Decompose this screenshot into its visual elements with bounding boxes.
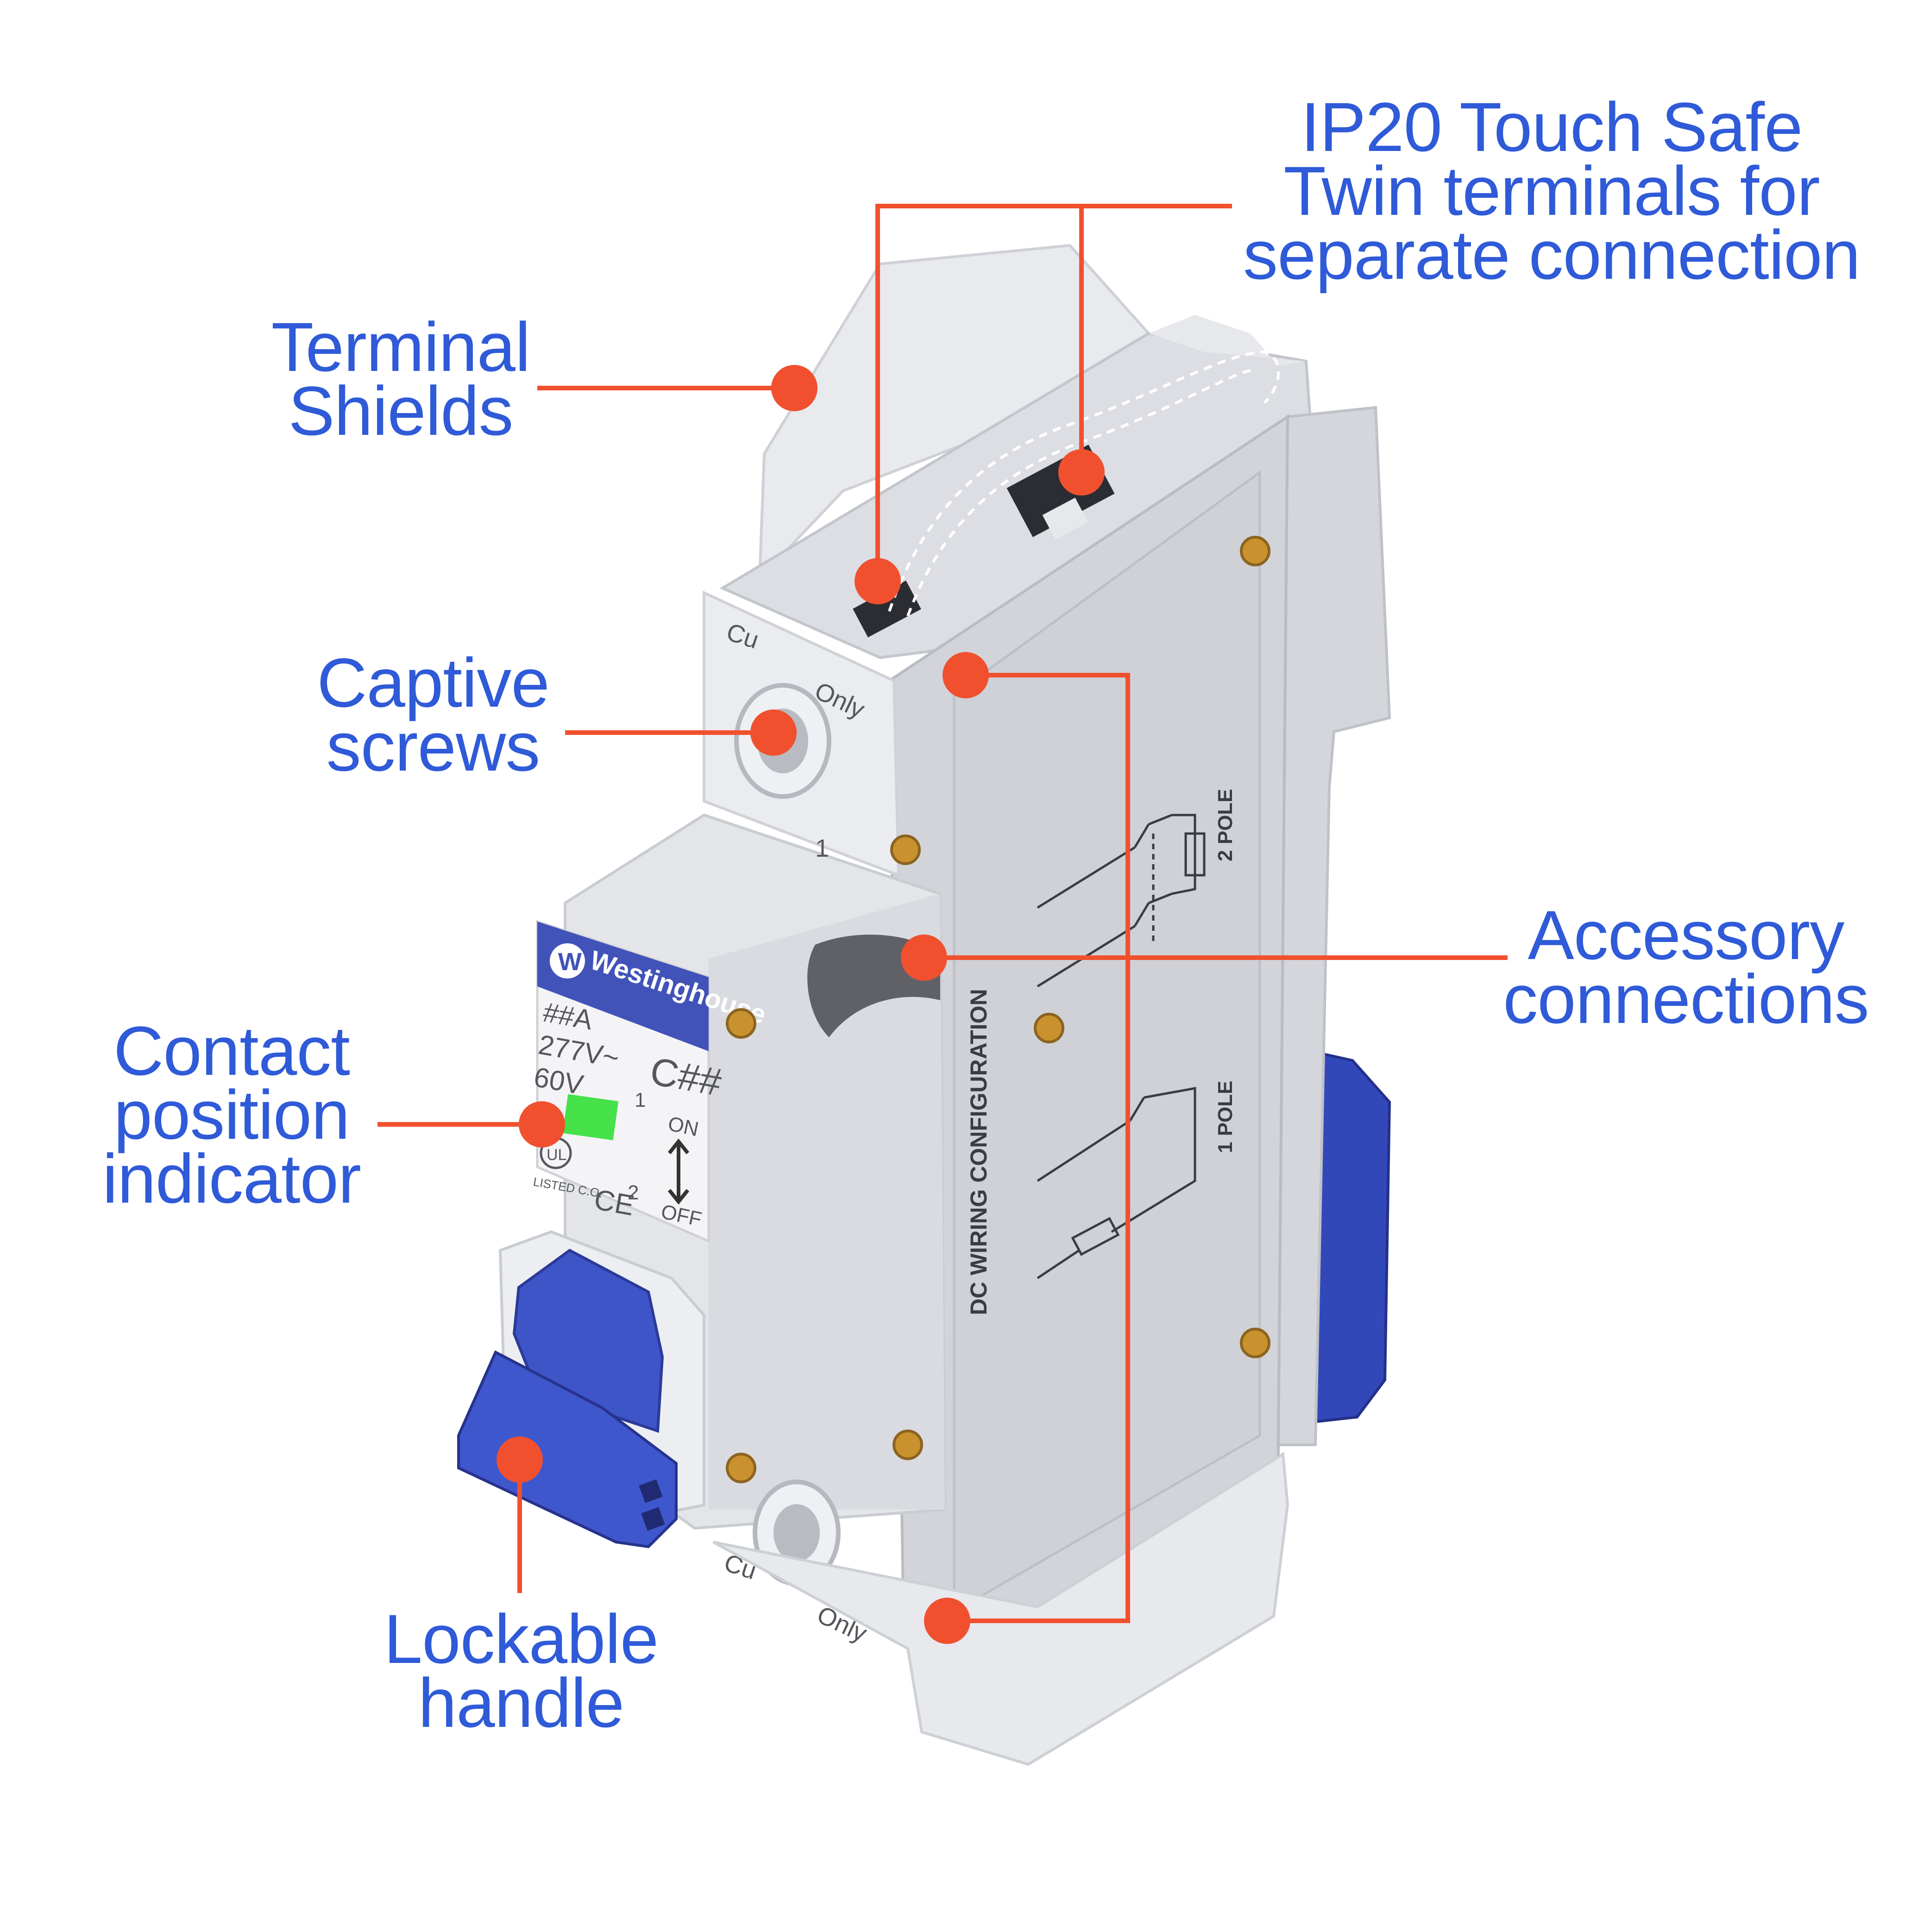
callout-lockable-handle: Lockable handle: [383, 1600, 659, 1742]
callout-ip20: IP20 Touch Safe Twin terminals for separ…: [1243, 88, 1861, 294]
callout-terminal-shields: Terminal Shields: [271, 308, 531, 450]
side-panel-face: [953, 470, 1261, 1614]
dot-accessory-top: [943, 652, 989, 698]
leader-lines: [377, 204, 1508, 1623]
svg-text:W: W: [558, 948, 582, 976]
leader-accessory-bracket: [947, 673, 1130, 1623]
dot-ip20-right: [1058, 449, 1105, 496]
wiring-diagram-2pole: [1037, 814, 1206, 988]
terminal-number-upper: 1: [815, 834, 829, 862]
dot-terminal-shields: [771, 365, 817, 411]
twin-terminal-dashed-route: [888, 350, 1280, 612]
brand-logo-icon: [550, 943, 585, 979]
dot-captive-screws: [750, 709, 797, 756]
ce-mark: CE: [592, 1184, 637, 1222]
side-wiring-title: DC WIRING CONFIGURATION: [966, 989, 992, 1315]
dot-accessory-bottom: [924, 1598, 970, 1644]
on-off-arrow-icon: [667, 1138, 690, 1205]
lock-hole-2: [641, 1507, 665, 1531]
front-body-face: [709, 894, 945, 1510]
ul-mark: UL: [547, 1146, 566, 1164]
lockable-handle-lever[interactable]: [457, 1350, 678, 1549]
terminal-shield-back: [758, 244, 1151, 583]
dot-contact-indicator: [519, 1101, 565, 1148]
wire-entry-3: [1042, 497, 1088, 540]
contact-indicator-window: [562, 1094, 619, 1141]
terminal-in-number: 1: [635, 1089, 646, 1111]
callout-accessory: Accessory connections: [1503, 896, 1869, 1038]
side-rail: [1276, 406, 1391, 1446]
terminal-shield-bottom: [712, 1451, 1289, 1766]
twin-terminal-dashed-route-2: [906, 369, 1251, 617]
dot-accessory-slot: [901, 935, 947, 981]
dot-lockable-handle: [497, 1436, 543, 1483]
leader-ip20: [875, 204, 1232, 581]
callout-captive-screws: Captive screws: [317, 644, 550, 785]
callout-contact-indicator: Contact position indicator: [102, 1012, 361, 1217]
leader-dots: [497, 365, 1105, 1644]
terminal-out-number: 2: [628, 1181, 639, 1204]
wiring-diagram-1pole: [1037, 1087, 1196, 1280]
config-1pole-label: 1 POLE: [1214, 1081, 1237, 1154]
lock-hole: [639, 1479, 663, 1503]
brass-inserts: [726, 536, 1270, 1483]
config-2pole-label: 2 POLE: [1214, 789, 1237, 862]
dot-ip20-left: [855, 558, 901, 604]
wire-entry-1: [853, 580, 921, 638]
